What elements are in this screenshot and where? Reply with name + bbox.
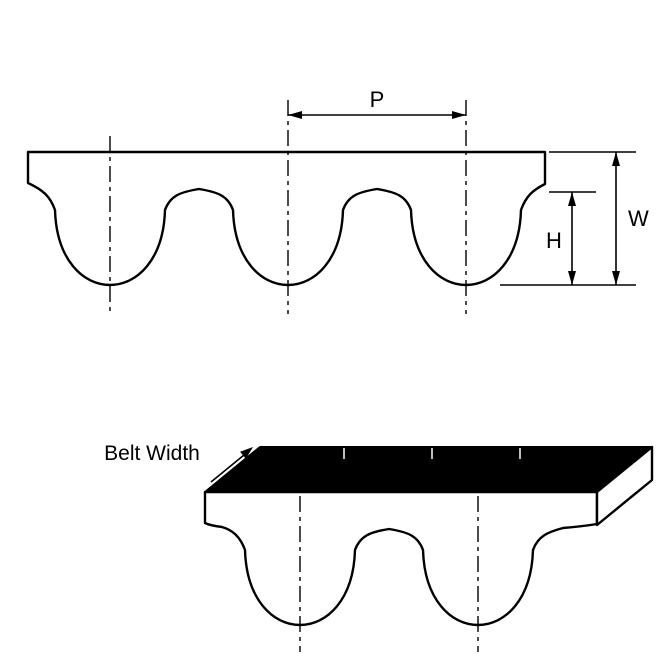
arrow-up-right-icon bbox=[240, 447, 253, 459]
belt-width-label: Belt Width bbox=[104, 442, 200, 465]
arrow-up-icon bbox=[612, 152, 620, 166]
profile-view: P W H bbox=[26, 87, 649, 314]
tooth-height-label: H bbox=[546, 228, 562, 253]
belt-width-arrow-line bbox=[210, 454, 245, 483]
thickness-label: W bbox=[628, 206, 649, 231]
tooth-height-dimension: H bbox=[546, 191, 596, 285]
pitch-label: P bbox=[370, 87, 385, 112]
thickness-dimension: W bbox=[500, 151, 649, 286]
arrow-right-icon bbox=[452, 111, 466, 119]
belt-top-face bbox=[204, 446, 653, 493]
belt-profile-outline bbox=[26, 150, 547, 287]
belt-width-callout: Belt Width bbox=[104, 442, 253, 483]
arrow-down-icon bbox=[568, 271, 576, 285]
belt-front-face bbox=[203, 490, 599, 627]
pitch-dimension: P bbox=[288, 87, 466, 119]
arrow-down-icon bbox=[612, 271, 620, 285]
isometric-view: Belt Width bbox=[104, 442, 654, 652]
belt-end-face bbox=[595, 445, 654, 527]
arrow-left-icon bbox=[288, 111, 302, 119]
arrow-up-icon bbox=[568, 192, 576, 206]
